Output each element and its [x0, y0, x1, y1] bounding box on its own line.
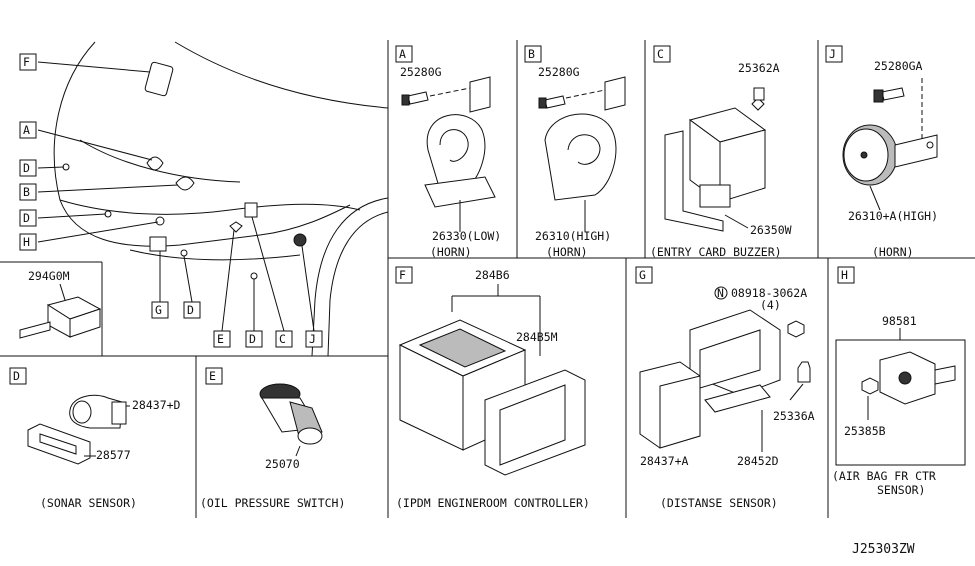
ipdm-module-icon: [144, 61, 174, 97]
part-number-25362A: 25362A: [738, 61, 780, 75]
overview-bottom-callouts: G D E D C J: [151, 301, 323, 348]
panel-letter-H: H: [841, 268, 848, 282]
caption-entry-card-buzzer: (ENTRY CARD BUZZER): [650, 245, 782, 259]
diagram-id: J25303ZW: [852, 542, 915, 557]
callout-C: C: [279, 332, 286, 346]
sonar-icon-3: [180, 249, 188, 257]
part-number-28577: 28577: [96, 448, 131, 462]
panel-C: C 25362A 26350W (ENTRY CARD BUZZER): [650, 45, 792, 259]
part-number-28452D: 28452D: [737, 454, 779, 468]
horn-high-icon: [175, 176, 195, 191]
nut-symbol-N: N: [717, 286, 724, 300]
panel-D: D 28437+D 28577 (SONAR SENSOR): [9, 367, 181, 510]
part-number-26310: 26310(HIGH): [535, 229, 611, 243]
part-number-25385B: 25385B: [844, 424, 886, 438]
callout-D: D: [249, 332, 256, 346]
caption-horn-b: (HORN): [546, 245, 588, 259]
part-number-25336A: 25336A: [773, 409, 815, 423]
panel-B: B 25280G 26310(HIGH) (HORN): [524, 45, 626, 259]
callout-G: G: [155, 303, 162, 317]
air-bag-sensor-icon: [155, 216, 165, 226]
callout-E: E: [217, 332, 224, 346]
part-number-25070: 25070: [265, 457, 300, 471]
callout-B: B: [23, 185, 30, 199]
part-number-284B5M: 284B5M: [516, 330, 558, 344]
buzzer-bracket: [664, 130, 724, 232]
callout-D: D: [187, 303, 194, 317]
callout-D: D: [23, 161, 30, 175]
panel-E: E 25070 (OIL PRESSURE SWITCH): [200, 367, 345, 510]
caption-oil-pressure-switch: (OIL PRESSURE SWITCH): [200, 496, 345, 510]
caption-air-bag-line2: SENSOR): [877, 483, 925, 497]
sonar-icon-4: [250, 272, 258, 280]
caption-horn-j: (HORN): [872, 245, 914, 259]
part-number-26310A: 26310+A(HIGH): [848, 209, 938, 223]
ecu-front: [69, 308, 101, 338]
part-number-284B6: 284B6: [475, 268, 510, 282]
part-number-25280GA: 25280GA: [874, 59, 923, 73]
panel-letter-A: A: [399, 47, 406, 61]
caption-horn-a: (HORN): [430, 245, 472, 259]
part-number-26350W: 26350W: [750, 223, 792, 237]
panel-letter-E: E: [209, 369, 216, 383]
part-number-25280G-b: 25280G: [538, 65, 580, 79]
overview-left-callouts: F A D B D H: [19, 53, 37, 251]
part-number-294G0M: 294G0M: [28, 269, 70, 283]
caption-ipdm: (IPDM ENGINEROOM CONTROLLER): [396, 496, 590, 510]
part-number-26330: 26330(LOW): [432, 229, 501, 243]
part-number-98581: 98581: [882, 314, 917, 328]
panel-J: J 25280GA 26310+A(HIGH) (HORN): [825, 45, 938, 259]
panel-letter-D: D: [13, 369, 20, 383]
bolt-icon: [797, 361, 811, 383]
panel-F: F 284B6 284B5M (IPDM ENGINEROOM CONTROLL…: [395, 266, 590, 510]
panel-H: H 98581 25385B (AIR BAG FR CTR SENSOR): [832, 266, 966, 497]
part-number-28437D: 28437+D: [132, 398, 181, 412]
part-number-28437A: 28437+A: [640, 454, 689, 468]
callout-F: F: [23, 55, 30, 69]
panel-A: A 25280G 26330(LOW) (HORN): [395, 45, 501, 259]
buzzer-icon: [244, 202, 258, 218]
callout-H: H: [23, 235, 30, 249]
ecu-bracket: [19, 321, 51, 339]
horn-j-icon: [293, 233, 307, 247]
caption-air-bag-line1: (AIR BAG FR CTR: [832, 469, 936, 483]
panel-dividers: [0, 40, 975, 518]
part-number-08918-3062A: 08918-3062A: [731, 286, 807, 300]
panel-letter-J: J: [829, 47, 836, 61]
panel-letter-F: F: [399, 268, 406, 282]
panel-ecu: 294G0M: [19, 269, 102, 339]
distance-sensor-icon: [149, 236, 167, 252]
panel-letter-G: G: [639, 268, 646, 282]
caption-sonar-sensor: (SONAR SENSOR): [40, 496, 137, 510]
panel-letter-C: C: [657, 47, 664, 61]
panel-letter-B: B: [528, 47, 535, 61]
callout-J: J: [309, 332, 316, 346]
callout-D: D: [23, 211, 30, 225]
nut-icon: [861, 377, 879, 395]
quantity-4: (4): [760, 298, 781, 312]
part-number-25280G: 25280G: [400, 65, 442, 79]
oil-switch-icon: [229, 221, 243, 233]
caption-distance-sensor: (DISTANSE SENSOR): [660, 496, 778, 510]
bolt-icon: [407, 91, 429, 105]
panel-G: G N 08918-3062A (4) 25336A 28437+A 28452…: [635, 266, 815, 510]
vehicle-overview: [37, 41, 389, 357]
callout-A: A: [23, 123, 30, 137]
nut-icon: [787, 320, 805, 338]
